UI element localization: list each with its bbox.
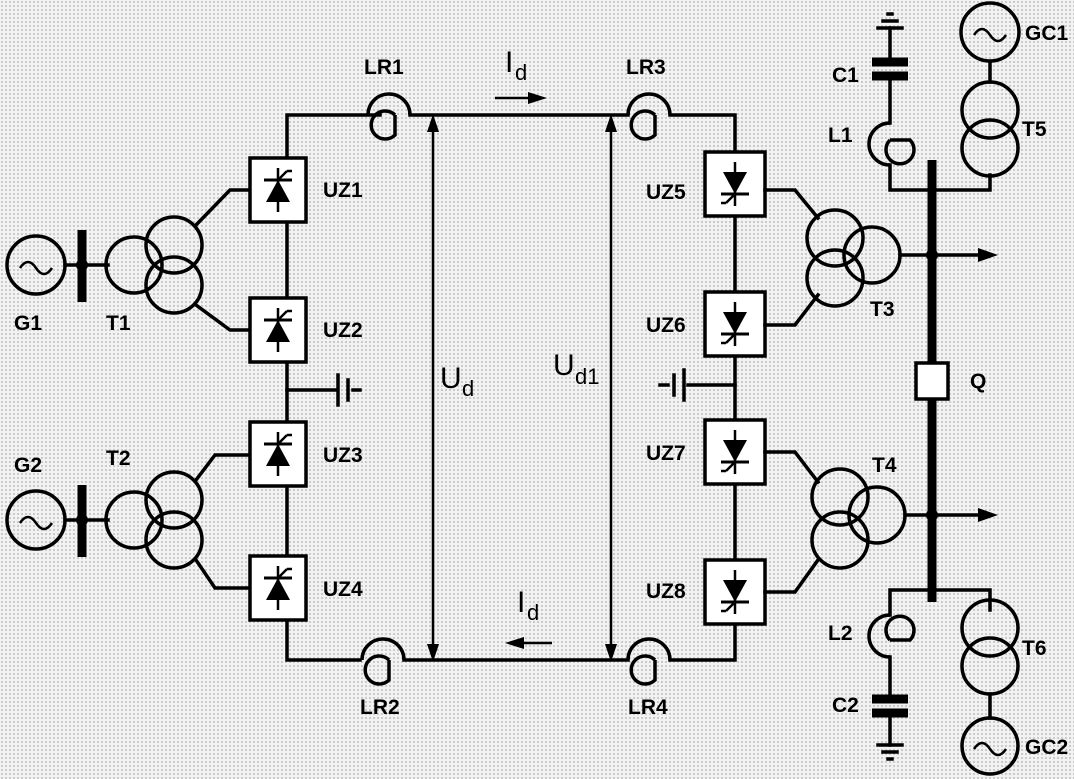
label-g2: G2 (14, 454, 42, 477)
converter-uz4 (248, 554, 308, 622)
converter-uz5 (703, 150, 767, 218)
ground-c2 (876, 715, 904, 761)
label-c2: C2 (832, 694, 859, 717)
voltage-ud-arrow (427, 114, 439, 662)
converter-uz1 (248, 156, 308, 224)
transformer-t2 (104, 470, 204, 570)
label-gc2: GC2 (1025, 736, 1068, 759)
label-t5: T5 (1022, 118, 1047, 141)
label-q: Q (970, 370, 986, 393)
label-t1: T1 (106, 312, 131, 335)
label-gc1: GC1 (1025, 22, 1069, 45)
label-id-top-sub: d (515, 60, 527, 85)
label-l2: L2 (828, 622, 853, 645)
label-l1: L1 (828, 124, 853, 147)
label-id-bottom-sub: d (527, 600, 539, 625)
label-uz5: UZ5 (646, 181, 686, 204)
label-ud-sub: d (462, 376, 474, 401)
converter-uz6 (703, 290, 767, 358)
label-t2: T2 (106, 447, 131, 470)
breaker-q (914, 361, 950, 401)
label-ud1-sub: d1 (575, 364, 599, 389)
reactor-lr3 (626, 92, 672, 141)
label-uz6: UZ6 (646, 314, 686, 337)
voltage-ud1-arrow (605, 114, 617, 662)
converter-uz8 (703, 558, 767, 626)
label-uz3: UZ3 (323, 444, 363, 467)
generator-gc2 (960, 716, 1020, 776)
label-lr4: LR4 (628, 696, 668, 719)
label-t4: T4 (872, 454, 897, 477)
label-lr3: LR3 (626, 56, 666, 79)
label-id-top-symbol: I (505, 46, 513, 79)
label-uz2: UZ2 (323, 319, 363, 342)
label-t3: T3 (870, 298, 895, 321)
transformer-t6 (960, 598, 1020, 696)
label-uz4: UZ4 (323, 578, 363, 601)
converter-uz3 (248, 420, 308, 488)
label-uz1: UZ1 (323, 179, 363, 202)
transformer-t4 (810, 467, 907, 570)
generator-gc1 (959, 1, 1021, 63)
ground-c1 (876, 12, 904, 60)
current-id-arrow-bottom (505, 637, 552, 649)
label-uz7: UZ7 (646, 442, 686, 465)
converter-uz7 (703, 418, 767, 486)
reactor-lr1 (366, 92, 412, 141)
transformer-t3 (805, 208, 902, 308)
generator-g2 (5, 489, 67, 551)
label-id-bottom-symbol: I (517, 586, 525, 619)
label-g1: G1 (14, 312, 42, 335)
transformer-t5 (960, 80, 1020, 178)
label-c1: C1 (832, 64, 859, 87)
generator-g1 (5, 234, 67, 296)
current-id-arrow-top (495, 92, 547, 104)
label-t6: T6 (1022, 637, 1047, 660)
label-uz8: UZ8 (646, 580, 686, 603)
label-lr1: LR1 (364, 56, 404, 79)
reactor-lr4 (626, 637, 672, 686)
converter-uz2 (248, 296, 308, 364)
reactor-l2 (867, 613, 916, 659)
capacitor-c2 (872, 694, 908, 718)
label-ud-symbol: U (440, 362, 462, 395)
label-lr2: LR2 (360, 696, 400, 719)
label-ud1-symbol: U (553, 349, 575, 382)
capacitor-c1 (872, 57, 908, 81)
reactor-lr2 (360, 637, 406, 686)
transformer-t1 (104, 215, 204, 315)
reactor-l1 (867, 121, 916, 167)
